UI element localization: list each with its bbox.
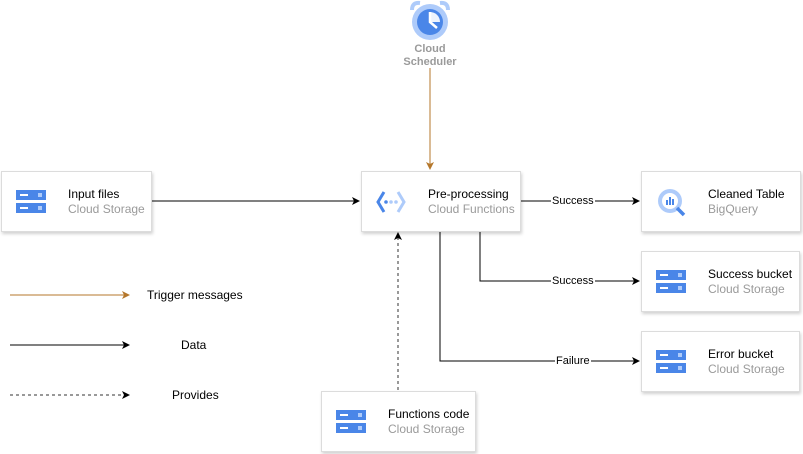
edge-preprocessing-to-error-bucket	[439, 231, 640, 365]
edge-label-success-bigquery: Success	[551, 195, 595, 207]
node-subtitle: Cloud Storage	[388, 422, 465, 436]
node-input-files[interactable]: Input files Cloud Storage	[1, 171, 152, 232]
node-functions-code[interactable]: Functions code Cloud Storage	[321, 391, 476, 452]
node-subtitle: Cloud Storage	[708, 362, 785, 376]
node-preprocessing[interactable]: Pre-processing Cloud Functions	[361, 171, 521, 232]
node-cleaned-table[interactable]: Cleaned Table BigQuery	[641, 171, 801, 232]
node-title: Error bucket	[708, 347, 774, 361]
edge-label-failure: Failure	[555, 355, 591, 367]
node-title: Functions code	[388, 407, 470, 421]
node-error-bucket[interactable]: Error bucket Cloud Storage	[641, 331, 800, 392]
cloud-storage-icon	[16, 190, 46, 213]
node-title: Success bucket	[708, 267, 793, 281]
node-title: Cleaned Table	[708, 187, 785, 201]
legend-provides-label: Provides	[172, 388, 219, 402]
cloud-storage-icon	[336, 410, 366, 433]
edge-label-success-bucket: Success	[551, 275, 595, 287]
cloud-storage-icon	[656, 270, 686, 293]
bigquery-icon	[658, 189, 686, 217]
node-subtitle: Cloud Storage	[708, 282, 785, 296]
scheduler-label-line2: Scheduler	[403, 56, 457, 68]
legend-trigger-label: Trigger messages	[147, 288, 243, 302]
node-subtitle: Cloud Functions	[428, 202, 515, 216]
node-subtitle: Cloud Storage	[68, 202, 145, 216]
legend-data-label: Data	[181, 338, 207, 352]
node-success-bucket[interactable]: Success bucket Cloud Storage	[641, 251, 800, 312]
scheduler-label-line1: Cloud	[414, 43, 446, 55]
cloud-storage-icon	[656, 350, 686, 373]
cloud-functions-icon	[376, 191, 406, 213]
edge-preprocessing-to-success-bucket	[479, 231, 640, 285]
node-title: Input files	[68, 187, 120, 201]
node-title: Pre-processing	[428, 187, 509, 201]
cloud-scheduler-icon	[410, 0, 450, 40]
cloud-scheduler-label: Cloud Scheduler	[395, 43, 465, 69]
node-subtitle: BigQuery	[708, 202, 759, 216]
